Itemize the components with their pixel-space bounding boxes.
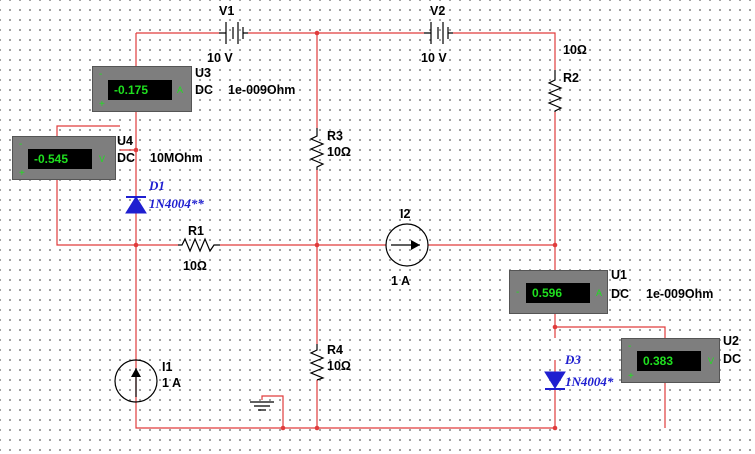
resistor-r4[interactable]: R4 10Ω <box>309 343 351 381</box>
r3-value: 10Ω <box>327 145 351 159</box>
i2-value: 1 A <box>391 274 410 288</box>
wire-u4-loop[interactable] <box>56 125 136 246</box>
current-source-i1[interactable]: I1 1 A <box>114 359 181 403</box>
u2-plus-terminal: + <box>628 371 634 382</box>
u1-resistance: 1e-009Ohm <box>646 287 713 301</box>
junctions <box>133 30 558 431</box>
meter-u4[interactable]: - -0.545 V + <box>12 136 116 180</box>
u3-resistance: 1e-009Ohm <box>228 83 295 97</box>
r1-value: 10Ω <box>183 259 207 273</box>
u4-plus-terminal: + <box>19 168 25 179</box>
r4-name: R4 <box>327 343 343 357</box>
meter-u1[interactable]: - 0.596 A <box>509 270 608 314</box>
r3-name: R3 <box>327 129 343 143</box>
u2-display: 0.383 <box>637 351 701 371</box>
resistor-r1[interactable]: R1 10Ω <box>178 224 220 273</box>
diode-d3[interactable]: D3 1N4004* <box>544 352 614 390</box>
u3-plus-terminal: + <box>99 99 105 110</box>
junction-dot <box>552 324 558 330</box>
battery-v1[interactable]: V1 10 V <box>207 4 248 65</box>
u2-minus-terminal: - <box>628 341 632 352</box>
v2-name: V2 <box>430 4 445 18</box>
d3-model: 1N4004* <box>565 374 614 389</box>
u1-mode: DC <box>611 287 629 301</box>
meter-u3[interactable]: - -0.175 A + <box>92 66 192 112</box>
junction-dot <box>314 30 320 36</box>
d3-name: D3 <box>564 352 581 367</box>
wire-top-left[interactable] <box>136 32 556 70</box>
u4-minus-terminal: - <box>19 139 23 150</box>
v1-name: V1 <box>219 4 234 18</box>
u1-minus-terminal: - <box>516 287 520 298</box>
u1-unit: A <box>596 288 603 298</box>
i1-value: 1 A <box>162 376 181 390</box>
battery-v2[interactable]: V2 10 V <box>421 4 453 65</box>
meter-labels: U3 DC 1e-009Ohm U4 DC 10MOhm U1 DC 1e-00… <box>117 66 741 366</box>
junction-dot <box>552 242 558 248</box>
u4-display: -0.545 <box>28 149 92 169</box>
u3-name: U3 <box>195 66 211 80</box>
u3-mode: DC <box>195 83 213 97</box>
resistor-r2[interactable]: 10Ω R2 <box>547 43 587 112</box>
junction-dot <box>133 147 139 153</box>
u4-name: U4 <box>117 134 133 148</box>
diode-d1[interactable]: D1 1N4004** <box>125 178 204 214</box>
i2-name: I2 <box>400 207 410 221</box>
u4-resistance: 10MOhm <box>150 151 203 165</box>
u3-unit: A <box>177 85 184 95</box>
junction-dot <box>314 425 320 431</box>
u1-name: U1 <box>611 268 627 282</box>
wire-u2[interactable] <box>555 326 666 428</box>
wire-ground[interactable] <box>261 395 284 428</box>
d1-model: 1N4004** <box>149 196 204 211</box>
current-source-i2[interactable]: I2 1 A <box>385 207 429 288</box>
wire-left-bottom[interactable] <box>135 245 556 429</box>
u4-unit: V <box>99 154 106 164</box>
junction-dot <box>280 425 286 431</box>
u4-mode: DC <box>117 151 135 165</box>
r2-value: 10Ω <box>563 43 587 57</box>
d1-name: D1 <box>148 178 165 193</box>
r1-name: R1 <box>188 224 204 238</box>
u3-minus-terminal: - <box>99 69 103 80</box>
junction-dot <box>552 425 558 431</box>
u2-mode: DC <box>723 352 741 366</box>
junction-dot <box>314 242 320 248</box>
ground-symbol[interactable] <box>250 401 274 411</box>
u2-unit: V <box>708 356 715 366</box>
r2-name: R2 <box>563 71 579 85</box>
r4-value: 10Ω <box>327 359 351 373</box>
u2-name: U2 <box>723 334 739 348</box>
resistor-r3[interactable]: R3 10Ω <box>309 128 351 170</box>
v1-value: 10 V <box>207 51 233 65</box>
junction-dot <box>133 242 139 248</box>
meter-u2[interactable]: - 0.383 V + <box>621 338 720 383</box>
v2-value: 10 V <box>421 51 447 65</box>
u1-display: 0.596 <box>526 283 590 303</box>
i1-name: I1 <box>162 360 172 374</box>
u3-display: -0.175 <box>108 80 172 100</box>
